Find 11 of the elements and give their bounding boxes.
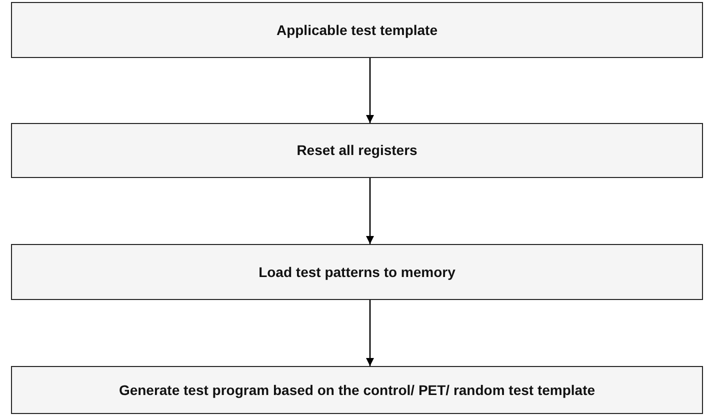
process-box xyxy=(11,366,703,414)
box-label: Load test patterns to memory xyxy=(258,264,456,280)
process-box xyxy=(11,244,703,300)
arrow xyxy=(366,58,374,123)
arrow xyxy=(366,178,374,244)
box-label: Generate test program based on the control/ PET/ random test template xyxy=(118,382,596,398)
process-box xyxy=(11,2,703,58)
box-label: Reset all registers xyxy=(296,142,418,159)
arrow xyxy=(366,300,374,366)
box-label: Applicable test template xyxy=(276,22,438,38)
process-box xyxy=(11,123,703,178)
